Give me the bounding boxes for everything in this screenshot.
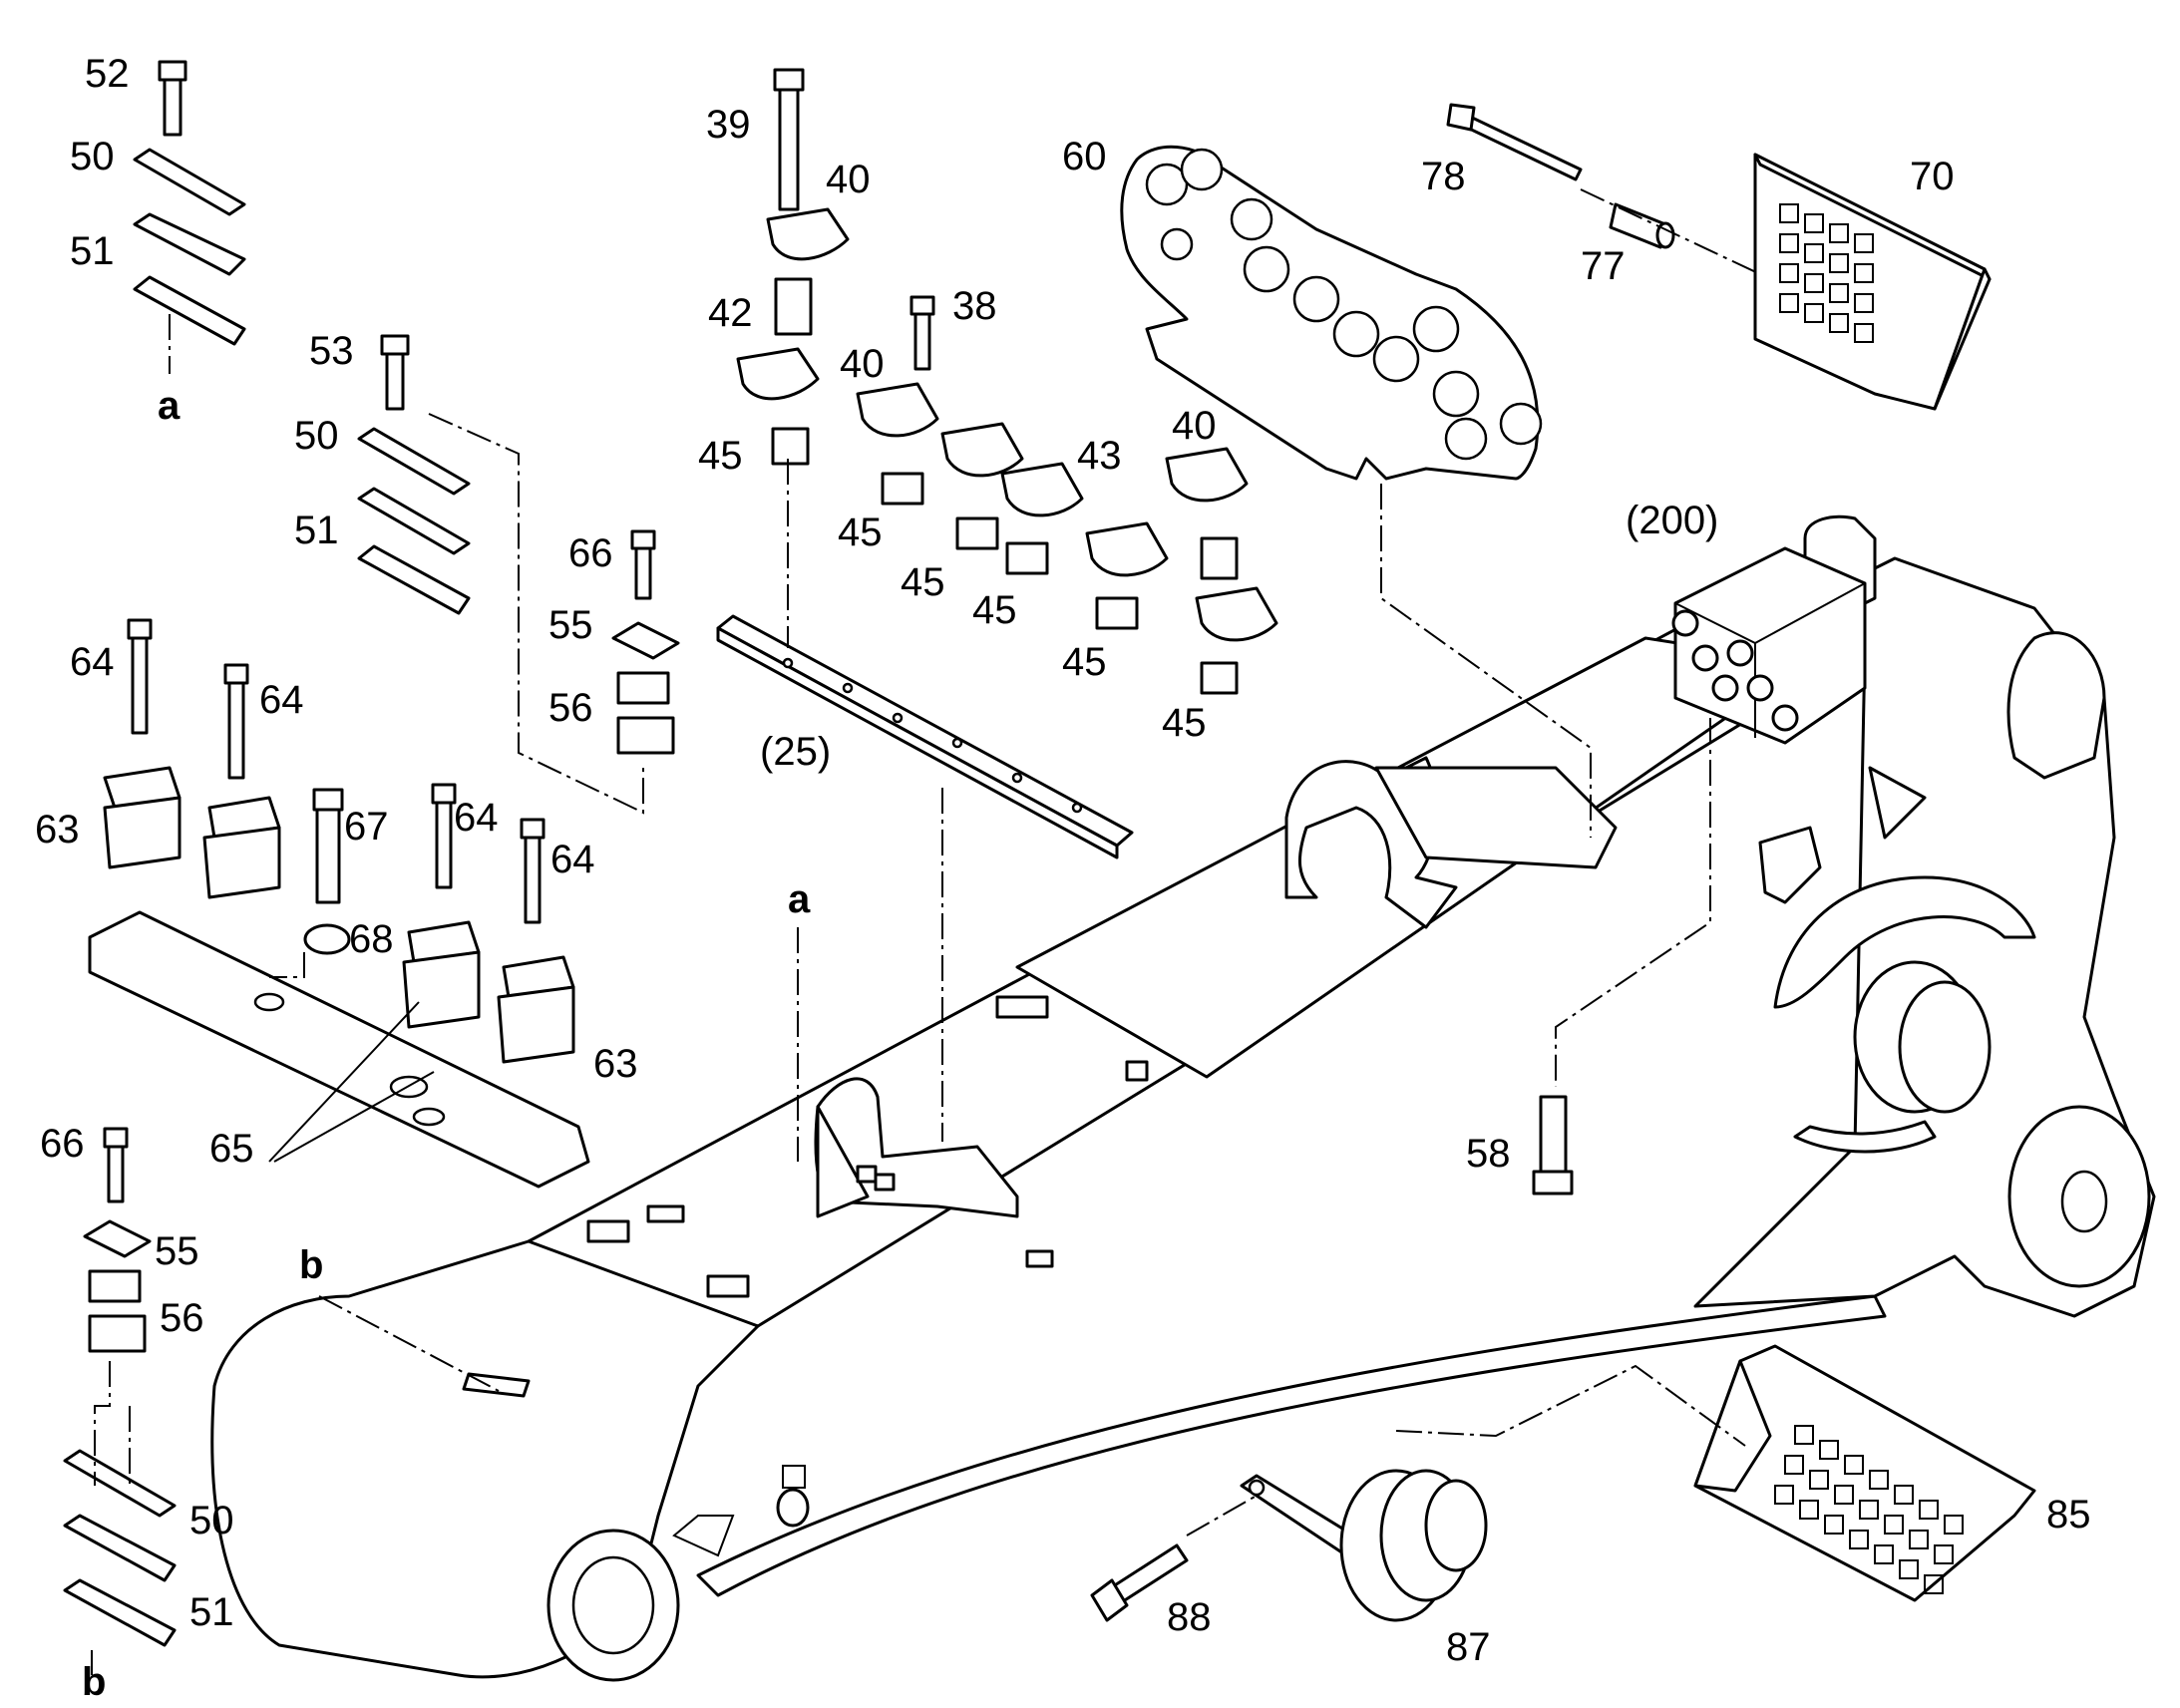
label-45-e: 45 [1062,640,1107,684]
part-87-reel [1240,1469,1488,1622]
label-a-center: a [788,877,811,921]
label-42: 42 [708,291,753,335]
part-39-bolt [773,68,805,211]
label-51-mid: 51 [294,509,339,552]
deck-blocks [586,995,1149,1298]
upper-66-55-56 [611,529,680,755]
label-200: (200) [1626,499,1718,542]
part-labels: 52 50 51 a 53 50 51 66 55 56 64 64 67 64… [35,52,2091,1704]
label-43: 43 [1077,434,1122,478]
label-50-top: 50 [70,135,115,178]
label-87: 87 [1446,1625,1491,1669]
label-66-bottom: 66 [40,1122,85,1166]
label-51-bottom: 51 [189,1590,234,1634]
label-40-b: 40 [840,342,885,386]
part-70-grid [1779,203,1874,343]
clamp-40-b [736,347,820,466]
left-top-group [133,60,246,346]
label-63-left: 63 [35,808,80,852]
label-67: 67 [344,805,389,849]
part-85-grid [1774,1425,1964,1594]
label-66-top: 66 [568,531,613,575]
part-58-bolt [1532,1095,1574,1196]
label-64-c: 64 [454,796,499,840]
label-45-d: 45 [972,588,1017,632]
label-56-bottom: 56 [160,1296,204,1340]
label-70: 70 [1910,155,1955,198]
label-63-right: 63 [593,1042,638,1086]
label-38: 38 [952,284,997,328]
part-85-step [1693,1344,2036,1602]
left-bottom-group [63,1127,177,1647]
label-77: 77 [1581,244,1626,288]
part-38-bolt [909,295,935,371]
label-55-top: 55 [548,603,593,647]
label-45-b: 45 [838,511,883,554]
label-b-bottom: b [82,1660,106,1704]
part-200-valve-block [1671,546,1867,745]
part-25-bar [716,614,1134,859]
label-50-bottom: 50 [189,1499,234,1542]
label-85: 85 [2046,1493,2091,1537]
left-mid-group [357,334,471,615]
label-52: 52 [85,52,130,96]
label-50-mid: 50 [294,414,339,458]
clamp-40-d [1085,447,1278,695]
part-70-step [1753,153,1992,411]
label-88: 88 [1167,1595,1212,1639]
label-51-top: 51 [70,229,115,273]
label-65: 65 [209,1127,254,1171]
clamp-40-c [856,382,1084,575]
label-b-left: b [299,1243,323,1287]
label-55-bottom: 55 [155,1229,199,1273]
label-40-a: 40 [826,158,871,201]
label-58: 58 [1466,1132,1511,1176]
label-60: 60 [1062,135,1107,178]
label-64-b: 64 [259,678,304,722]
clamp-63-group [88,618,590,1189]
part-60-plate [1120,145,1543,481]
label-25: (25) [760,730,831,774]
label-56-top: 56 [548,686,593,730]
label-45-c: 45 [901,560,945,604]
label-39: 39 [706,103,751,147]
clamp-40-a [766,207,850,336]
label-40-c: 40 [1172,404,1217,448]
label-78: 78 [1421,155,1466,198]
label-45-a: 45 [698,434,743,478]
leader-lines [91,188,1761,1675]
label-53: 53 [309,329,354,373]
part-78-bolt [1446,103,1583,181]
label-a-left: a [158,384,181,428]
label-64-a: 64 [70,640,115,684]
label-45-f: 45 [1162,701,1207,745]
label-64-d: 64 [550,838,595,881]
part-77-spacer [1609,202,1675,249]
boom-body [210,514,2156,1682]
part-88-bolt [1090,1543,1189,1622]
label-68: 68 [349,917,394,961]
callout-65-leaders [268,1001,435,1163]
